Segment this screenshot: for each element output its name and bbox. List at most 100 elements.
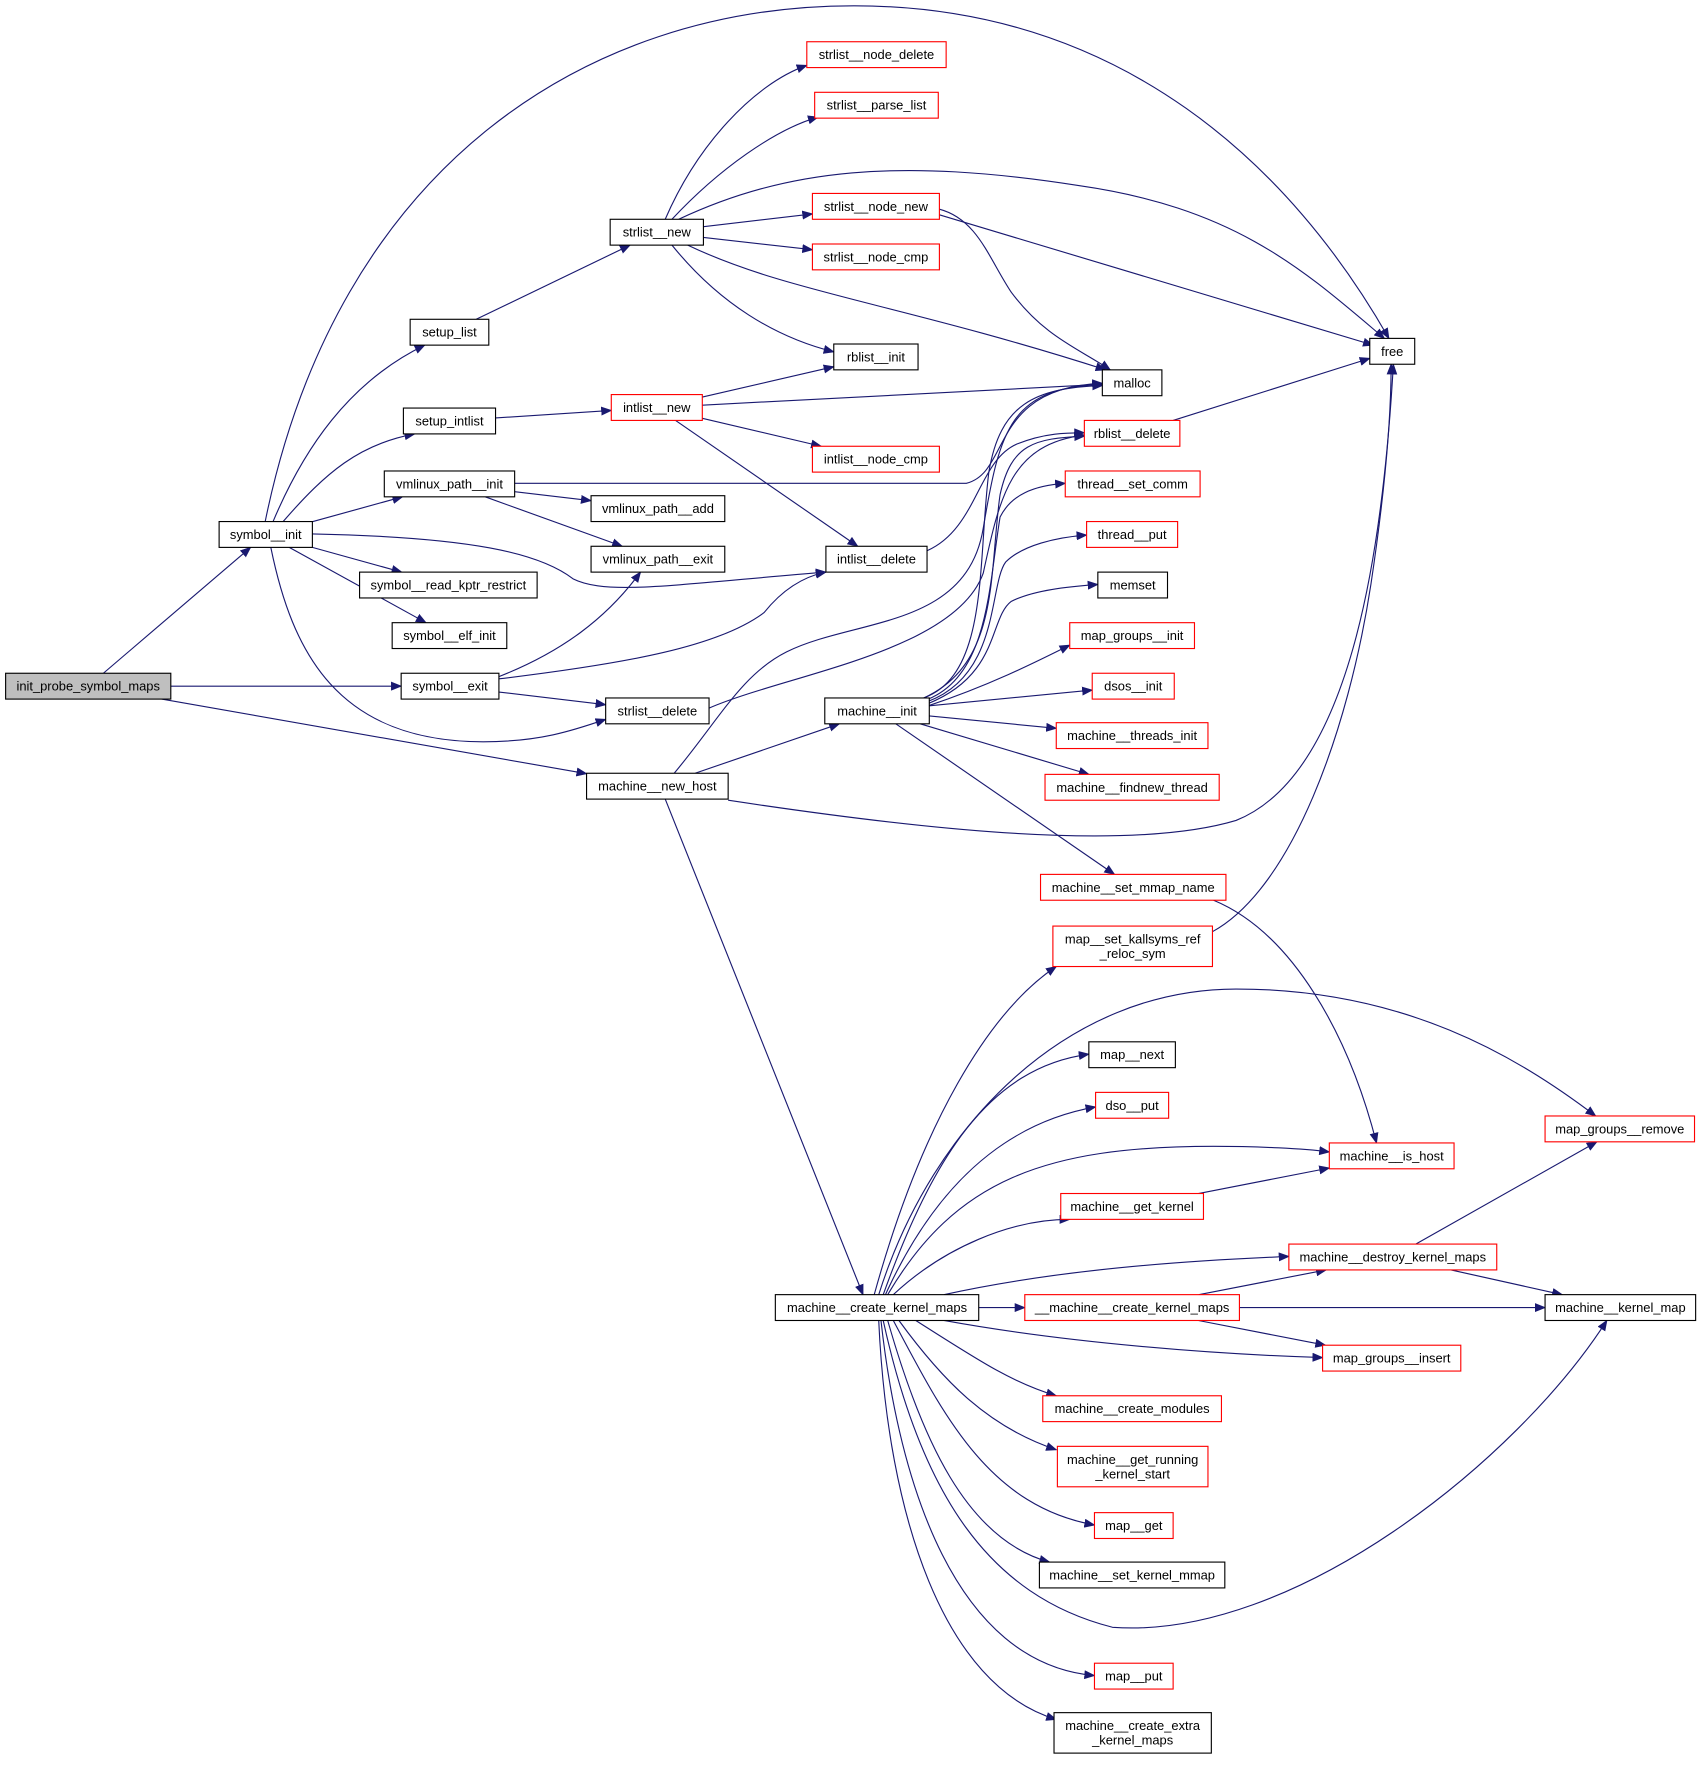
node-strlist--delete[interactable]: strlist__delete xyxy=(605,697,710,725)
node-box xyxy=(1056,1445,1209,1488)
node-memset[interactable]: memset xyxy=(1097,571,1169,599)
edge-machine__init-to-dsos__init xyxy=(929,686,1094,707)
node-map--put[interactable]: map__put xyxy=(1093,1662,1174,1690)
node-box xyxy=(1093,1662,1174,1690)
edge-strlist__new-to-strlist__parse_list xyxy=(671,115,820,220)
node-box xyxy=(806,41,947,69)
node-strlist--new[interactable]: strlist__new xyxy=(609,218,704,246)
node-box xyxy=(1328,1142,1455,1170)
node-machine--threads-init[interactable]: machine__threads_init xyxy=(1055,722,1209,750)
node-machine--get-running-kernel-start[interactable]: machine__get_running_kernel_start xyxy=(1056,1445,1209,1488)
edge-init_probe_symbol_maps-to-machine__new_host xyxy=(161,698,588,777)
node-box xyxy=(5,672,172,700)
edge-machine__set_mmap_name-to-machine__is_host xyxy=(1213,899,1379,1145)
node-machine--new-host[interactable]: machine__new_host xyxy=(586,772,729,800)
node-thread--put[interactable]: thread__put xyxy=(1086,520,1179,548)
node-machine--set-mmap-name[interactable]: machine__set_mmap_name xyxy=(1039,873,1227,901)
node-dso--put[interactable]: dso__put xyxy=(1095,1091,1170,1119)
node-machine--kernel-map[interactable]: machine__kernel_map xyxy=(1544,1294,1697,1322)
node-map--next[interactable]: map__next xyxy=(1088,1041,1176,1069)
node-machine--init[interactable]: machine__init xyxy=(824,697,930,725)
node-vmlinux-path--init[interactable]: vmlinux_path__init xyxy=(383,470,516,498)
node-machine--create-kernel-maps[interactable]: machine__create_kernel_maps xyxy=(774,1294,980,1322)
node-machine--create-kernel-maps[interactable]: __machine__create_kernel_maps xyxy=(1024,1294,1240,1322)
edge-rblist__delete-to-free xyxy=(1172,357,1371,421)
node-label: dso__put xyxy=(1106,1098,1160,1113)
node-box xyxy=(359,571,538,599)
node-setup-intlist[interactable]: setup_intlist xyxy=(402,407,497,435)
node-malloc[interactable]: malloc xyxy=(1101,369,1163,397)
node-symbol--elf-init[interactable]: symbol__elf_init xyxy=(391,622,508,650)
node-box xyxy=(1369,337,1416,365)
node-intlist--new[interactable]: intlist__new xyxy=(610,394,703,421)
edge-init_probe_symbol_maps-to-symbol__init xyxy=(103,546,252,674)
edge-strlist__new-to-malloc xyxy=(687,244,1107,372)
node-machine--get-kernel[interactable]: machine__get_kernel xyxy=(1060,1192,1205,1220)
node-label: machine__create_modules xyxy=(1055,1401,1210,1416)
edge-symbol__init-to-setup_list xyxy=(272,344,426,522)
edge-vmlinux_path__init-to-vmlinux_path__exit xyxy=(485,496,624,548)
node-box xyxy=(1053,1712,1212,1754)
edge-line xyxy=(498,569,828,680)
node-map-groups--insert[interactable]: map_groups__insert xyxy=(1322,1344,1462,1372)
edge-line xyxy=(702,417,823,449)
node-machine--set-kernel-mmap[interactable]: machine__set_kernel_mmap xyxy=(1038,1561,1226,1589)
node-label: machine__kernel_map xyxy=(1555,1300,1686,1315)
node-label: dsos__init xyxy=(1104,679,1163,694)
node-box xyxy=(811,445,940,473)
node-vmlinux-path--add[interactable]: vmlinux_path__add xyxy=(590,495,726,523)
node-strlist--node-cmp[interactable]: strlist__node_cmp xyxy=(811,243,940,271)
node-map--get[interactable]: map__get xyxy=(1093,1512,1174,1540)
node-machine--findnew-thread[interactable]: machine__findnew_thread xyxy=(1044,773,1220,801)
edge-line xyxy=(675,419,859,547)
edge-strlist__new-to-free xyxy=(678,170,1386,340)
edge-machine__get_kernel-to-machine__is_host xyxy=(1198,1165,1331,1195)
node-label: map__get xyxy=(1105,1518,1163,1533)
node-box xyxy=(1060,1192,1205,1220)
node-symbol--init[interactable]: symbol__init xyxy=(218,520,313,548)
node-rblist--init[interactable]: rblist__init xyxy=(833,343,919,371)
node-vmlinux-path--exit[interactable]: vmlinux_path__exit xyxy=(590,545,726,573)
node-rblist--delete[interactable]: rblist__delete xyxy=(1083,419,1181,447)
edge-line xyxy=(895,723,1116,876)
node-intlist--delete[interactable]: intlist__delete xyxy=(825,545,928,573)
edge-__machine__create_kernel_maps-to-machine__destroy_kernel_maps xyxy=(1198,1267,1328,1296)
node-machine--destroy-kernel-maps[interactable]: machine__destroy_kernel_maps xyxy=(1288,1243,1498,1271)
edge-line xyxy=(485,496,624,548)
node-symbol--read-kptr-restrict[interactable]: symbol__read_kptr_restrict xyxy=(359,571,538,599)
edge-machine__init-to-thread__set_comm xyxy=(927,479,1067,700)
edge-line xyxy=(1198,1165,1331,1195)
node-map-groups--remove[interactable]: map_groups__remove xyxy=(1544,1115,1696,1143)
node-machine--create-modules[interactable]: machine__create_modules xyxy=(1042,1395,1223,1423)
edge-line xyxy=(272,344,426,522)
node-label: memset xyxy=(1110,578,1156,593)
edge-machine__init-to-map_groups__init xyxy=(927,644,1071,707)
node-label: intlist__delete xyxy=(837,552,916,567)
node-intlist--node-cmp[interactable]: intlist__node_cmp xyxy=(811,445,940,473)
edge-line xyxy=(270,547,607,743)
node-machine--create-extra-kernel-maps[interactable]: machine__create_extra_kernel_maps xyxy=(1053,1712,1212,1754)
node-thread--set-comm[interactable]: thread__set_comm xyxy=(1064,470,1201,498)
edge-line xyxy=(264,5,1390,522)
node-strlist--node-new[interactable]: strlist__node_new xyxy=(811,192,940,220)
edge-machine__create_kernel_maps-to-map_groups__insert xyxy=(943,1319,1324,1362)
edge-setup_intlist-to-intlist__new xyxy=(495,406,613,419)
node-strlist--node-delete[interactable]: strlist__node_delete xyxy=(806,41,947,69)
node-box xyxy=(400,672,500,700)
edge-line xyxy=(702,364,835,398)
node-label: strlist__parse_list xyxy=(827,98,927,113)
node-dsos--init[interactable]: dsos__init xyxy=(1091,672,1175,700)
node-symbol--exit[interactable]: symbol__exit xyxy=(400,672,500,700)
node-machine--is-host[interactable]: machine__is_host xyxy=(1328,1142,1455,1170)
node-map-groups--init[interactable]: map_groups__init xyxy=(1069,622,1196,650)
node-init-probe-symbol-maps[interactable]: init_probe_symbol_maps xyxy=(5,672,172,700)
edge-line xyxy=(687,244,1107,372)
edge-line xyxy=(475,244,632,320)
node-setup-list[interactable]: setup_list xyxy=(409,318,490,346)
edge-machine__create_kernel_maps-to-map__set_kallsyms_ref_reloc_sym xyxy=(873,965,1058,1295)
node-label: rblist__delete xyxy=(1094,426,1171,441)
node-map--set-kallsyms-ref-reloc-sym[interactable]: map__set_kallsyms_ref_reloc_sym xyxy=(1052,925,1214,968)
node-strlist--parse-list[interactable]: strlist__parse_list xyxy=(814,91,939,119)
node-free[interactable]: free xyxy=(1369,337,1416,365)
